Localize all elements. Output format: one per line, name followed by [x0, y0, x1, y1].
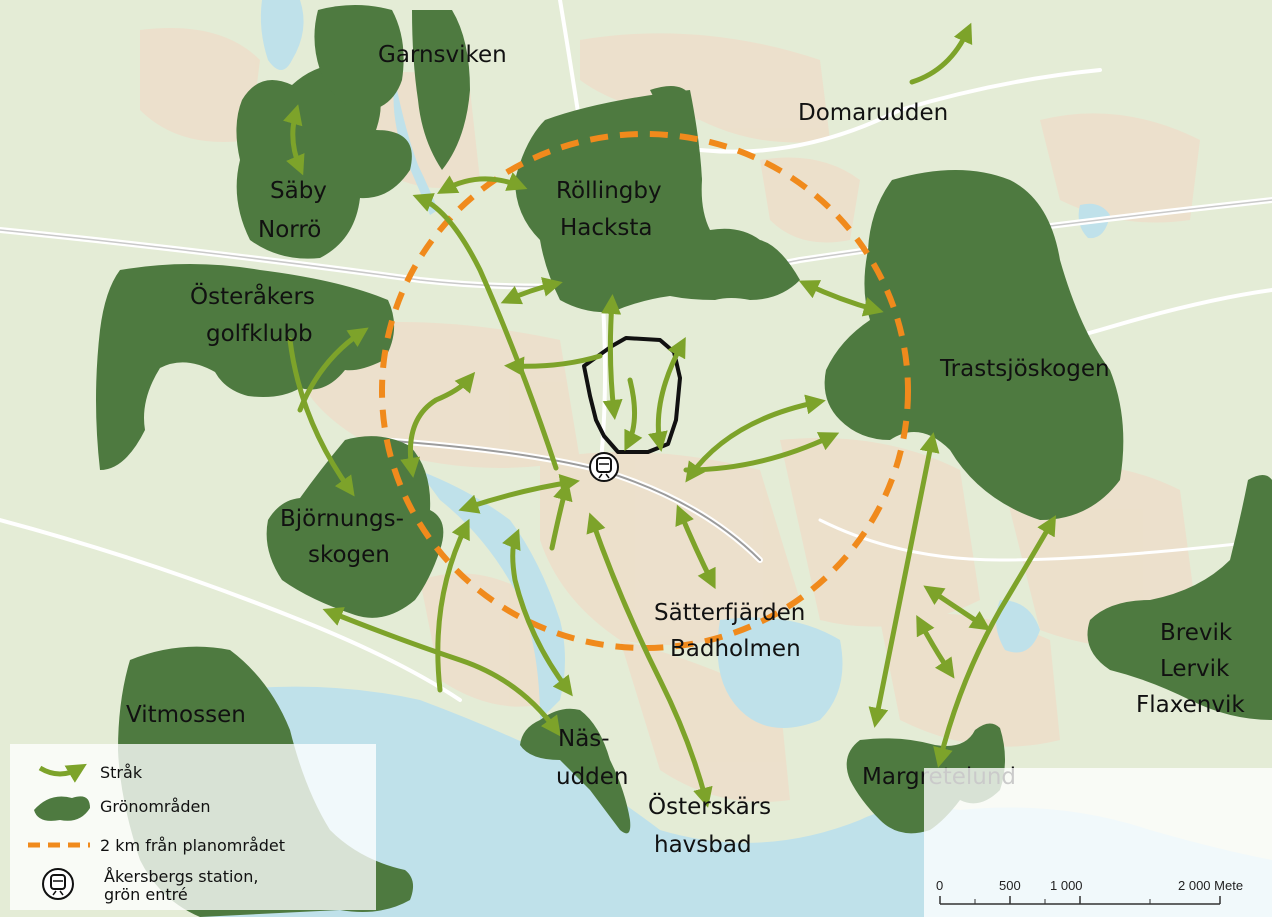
label-golfklubb: golfklubb: [206, 321, 313, 347]
legend-label-station-2: grön entré: [104, 885, 188, 904]
label-garnsviken: Garnsviken: [378, 42, 507, 68]
green-area-rollingby: [515, 90, 800, 313]
label-bjornungs: Björnungs-: [280, 506, 404, 532]
label-satterfjarden: Sätterfjärden: [654, 600, 805, 626]
route-margretelund: [868, 432, 940, 728]
station-marker: [589, 452, 619, 482]
label-brevik: Brevik: [1160, 620, 1233, 646]
route-golf-up: [297, 327, 369, 413]
scale-tick-500: 500: [999, 878, 1021, 893]
route-bjorn-west: [400, 371, 476, 478]
label-osterskars: Österskärs: [648, 792, 771, 820]
label-domarudden: Domarudden: [798, 100, 948, 126]
routes: [283, 22, 1057, 808]
green-area-saby-norro: [236, 65, 412, 259]
label-trastsjoskogen: Trastsjöskogen: [939, 356, 1110, 382]
label-badholmen: Badholmen: [670, 636, 801, 662]
route-margretelund-2: [933, 515, 1057, 768]
label-rollingby: Röllingby: [556, 178, 662, 204]
label-nas: Näs-: [558, 726, 610, 752]
green-area-garnsviken-strip: [412, 10, 470, 170]
2km-buffer-ring: [379, 131, 911, 651]
satterfjarden: [717, 617, 843, 728]
route-rollingby-small: [500, 277, 563, 305]
route-trastsjo-station-2: [683, 432, 840, 473]
route-garnsviken-rollingby: [437, 172, 528, 194]
legend: Stråk Grönområden 2 km från planområdet …: [10, 744, 376, 910]
label-osterakers: Österåkers: [190, 282, 315, 310]
route-arrow-icon: [38, 763, 87, 783]
train-icon: [42, 868, 74, 900]
green-area-golf: [96, 264, 395, 470]
route-plan-west: [504, 353, 603, 377]
legend-label-route: Stråk: [100, 763, 143, 782]
label-hacksta: Hacksta: [560, 215, 652, 241]
label-skogen: skogen: [308, 542, 390, 568]
label-flaxenvik: Flaxenvik: [1136, 692, 1245, 718]
legend-item-station: Åkersbergs station, grön entré: [42, 867, 258, 904]
green-area-rollingby-arm: [650, 86, 702, 180]
place-labels: Garnsviken Domarudden Säby Norrö Rölling…: [126, 42, 1245, 858]
route-rollingby-plan: [601, 294, 623, 420]
label-norro: Norrö: [258, 217, 321, 243]
route-bjorn-south: [435, 518, 470, 693]
green-area-garnsviken: [314, 5, 404, 112]
scale-bar: 0 500 1 000 2 000 Mete: [924, 768, 1272, 917]
lake-north: [260, 0, 304, 70]
green-areas: [96, 5, 1272, 917]
route-bjorn-vitmossen: [322, 607, 561, 737]
scale-tick-1000: 1 000: [1050, 878, 1083, 893]
label-lervik: Lervik: [1160, 656, 1230, 682]
route-east-cross-1: [923, 585, 991, 631]
route-nas-loop: [502, 528, 573, 697]
route-north-west: [412, 193, 559, 471]
route-golf-loop: [287, 337, 355, 497]
route-plan-inner: [624, 377, 643, 452]
legend-label-green: Grönområden: [100, 797, 210, 816]
route-east-cross-2: [916, 614, 955, 679]
legend-item-buffer: 2 km från planområdet: [28, 836, 285, 855]
green-area-icon: [34, 796, 90, 821]
route-plan-east: [648, 336, 686, 452]
legend-item-route: Stråk: [38, 763, 143, 783]
route-domarudden: [909, 22, 973, 85]
label-havsbad: havsbad: [654, 832, 752, 858]
route-osterskar: [586, 512, 713, 808]
route-rollingby-trastsjo: [798, 280, 884, 317]
green-area-brevik: [1087, 475, 1272, 720]
legend-label-buffer: 2 km från planområdet: [100, 836, 285, 855]
label-saby: Säby: [270, 178, 327, 204]
label-vitmossen: Vitmossen: [126, 702, 246, 728]
route-trastsjo-station: [685, 394, 826, 483]
route-saby: [283, 104, 305, 176]
scale-tick-2000: 2 000 Mete: [1178, 878, 1243, 893]
scale-tick-0: 0: [936, 878, 943, 893]
legend-item-green: Grönområden: [34, 796, 210, 821]
legend-label-station-1: Åkersbergs station,: [104, 867, 258, 886]
scale-bar-background: [924, 768, 1272, 917]
label-udden: udden: [556, 764, 629, 790]
